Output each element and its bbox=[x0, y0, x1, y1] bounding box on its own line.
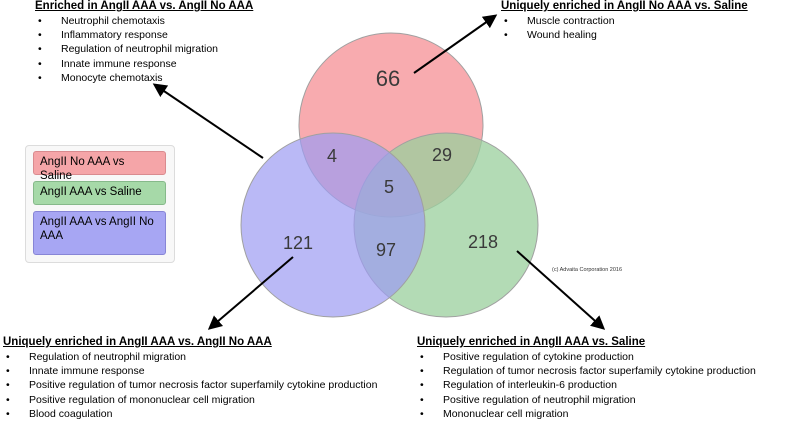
count-green-only: 218 bbox=[468, 232, 498, 252]
list-item: Neutrophil chemotaxis bbox=[35, 14, 253, 28]
legend-label: AngII No AAA vs Saline bbox=[40, 156, 125, 182]
count-blue-green: 97 bbox=[376, 240, 396, 260]
count-center: 5 bbox=[384, 177, 394, 197]
block-title: Uniquely enriched in AngII AAA vs. AngII… bbox=[3, 336, 272, 348]
list-item: Muscle contraction bbox=[501, 14, 748, 28]
list-item: Regulation of neutrophil migration bbox=[35, 42, 253, 56]
list-item: Monocyte chemotaxis bbox=[35, 71, 253, 85]
block-list: Regulation of neutrophil migration Innat… bbox=[3, 350, 377, 421]
count-blue-only: 121 bbox=[283, 233, 313, 253]
copyright-text: (c) Advaita Corporation 2016 bbox=[552, 267, 622, 273]
list-item: Regulation of interleukin-6 production bbox=[417, 378, 756, 392]
block-top-left: Enriched in AngII AAA vs. AngII No AAA N… bbox=[35, 0, 253, 85]
count-red-blue: 4 bbox=[327, 146, 337, 166]
block-top-right: Uniquely enriched in AngII No AAA vs. Sa… bbox=[501, 0, 748, 43]
block-title: Uniquely enriched in AngII AAA vs. Salin… bbox=[417, 336, 646, 348]
block-list: Neutrophil chemotaxis Inflammatory respo… bbox=[35, 14, 253, 85]
block-title: Enriched in AngII AAA vs. AngII No AAA bbox=[35, 0, 254, 12]
block-bottom-left: Uniquely enriched in AngII AAA vs. AngII… bbox=[3, 335, 377, 421]
list-item: Innate immune response bbox=[3, 364, 377, 378]
block-list: Positive regulation of cytokine producti… bbox=[417, 350, 756, 421]
list-item: Regulation of neutrophil migration bbox=[3, 350, 377, 364]
list-item: Positive regulation of mononuclear cell … bbox=[3, 393, 377, 407]
block-bottom-right: Uniquely enriched in AngII AAA vs. Salin… bbox=[417, 335, 756, 421]
legend-item-angii-no-aaa-vs-saline: AngII No AAA vs Saline bbox=[33, 151, 166, 182]
legend-item-angii-aaa-vs-angii-no-aaa: AngII AAA vs AngII No AAA bbox=[33, 211, 166, 255]
list-item: Positive regulation of cytokine producti… bbox=[417, 350, 756, 364]
list-item: Mononuclear cell migration bbox=[417, 407, 756, 421]
legend-item-angii-aaa-vs-saline: AngII AAA vs Saline bbox=[33, 181, 166, 205]
list-item: Positive regulation of tumor necrosis fa… bbox=[3, 378, 377, 392]
list-item: Blood coagulation bbox=[3, 407, 377, 421]
count-red-only: 66 bbox=[376, 66, 400, 91]
arrow-to-top-left bbox=[152, 83, 264, 159]
list-item: Regulation of tumor necrosis factor supe… bbox=[417, 364, 756, 378]
list-item: Positive regulation of neutrophil migrat… bbox=[417, 393, 756, 407]
arrow-to-bottom-right bbox=[516, 250, 606, 330]
circle-angii-aaa-vs-angii-no-aaa bbox=[240, 132, 426, 318]
list-item: Inflammatory response bbox=[35, 28, 253, 42]
list-item: Innate immune response bbox=[35, 57, 253, 71]
block-list: Muscle contraction Wound healing bbox=[501, 14, 748, 43]
arrow-to-top-right bbox=[413, 14, 498, 74]
legend-label: AngII AAA vs AngII No AAA bbox=[40, 216, 154, 242]
count-red-green: 29 bbox=[432, 145, 452, 165]
list-item: Wound healing bbox=[501, 28, 748, 42]
legend-label: AngII AAA vs Saline bbox=[40, 186, 142, 198]
block-title: Uniquely enriched in AngII No AAA vs. Sa… bbox=[501, 0, 748, 12]
arrow-to-bottom-left bbox=[207, 256, 294, 330]
